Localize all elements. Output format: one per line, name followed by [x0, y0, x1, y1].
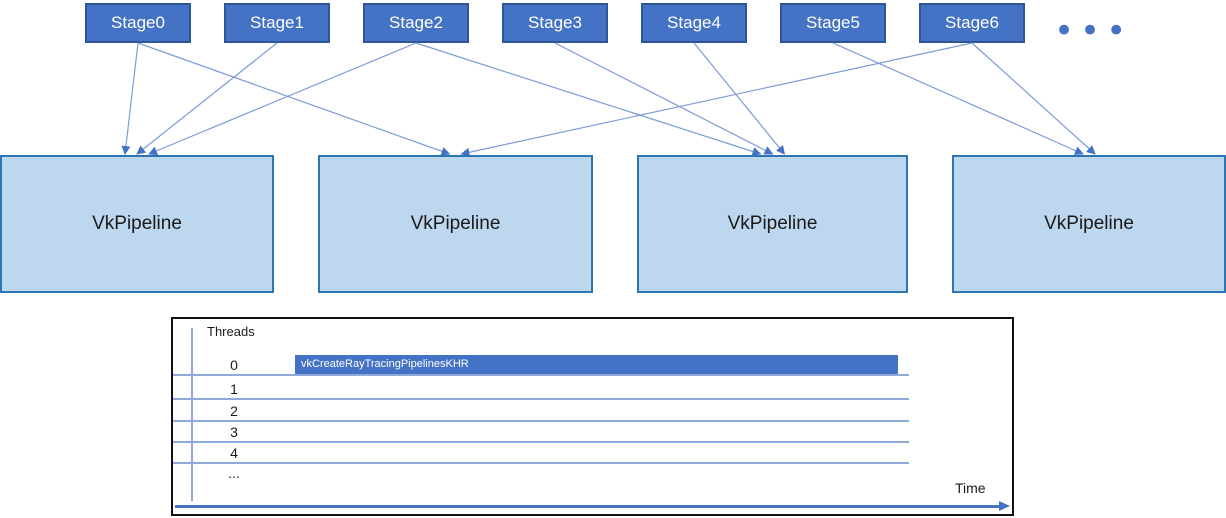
thread-timeline-panel: Threads 0 1 2 3 4... vkCreateRayTracingPipel…: [171, 317, 1014, 516]
connector-stage4-pipeline2: [693, 42, 786, 155]
stage-box-0: Stage0: [85, 3, 191, 43]
connector-stage6-pipeline1: [460, 42, 973, 157]
time-axis-arrowhead-icon: [999, 501, 1010, 511]
thread-row-separator: [173, 398, 909, 400]
timeline-bar-label: vkCreateRayTracingPipelinesKHR: [301, 358, 469, 370]
thread-row-separator: [173, 462, 909, 464]
time-axis-line: [175, 505, 999, 508]
connector-stage2-pipeline2: [415, 42, 762, 156]
thread-row-label-2: 2: [230, 403, 238, 419]
thread-row-separator: [173, 441, 909, 443]
thread-row-label-0: 0: [230, 357, 238, 373]
thread-row-label-3: 3: [230, 424, 238, 440]
connector-stage0-pipeline0: [121, 42, 139, 155]
connector-stage5-pipeline3: [832, 42, 1084, 155]
pipeline-box-3: VkPipeline: [952, 155, 1226, 293]
stage-box-2: Stage2: [363, 3, 469, 43]
connector-stage1-pipeline0: [136, 42, 278, 155]
pipeline-box-0: VkPipeline: [0, 155, 274, 293]
stage-box-5: Stage5: [780, 3, 886, 43]
connector-stage3-pipeline2: [554, 42, 774, 155]
thread-row-label-1: 1: [230, 381, 238, 397]
timeline-bar: vkCreateRayTracingPipelinesKHR: [295, 355, 898, 374]
pipeline-box-1: VkPipeline: [318, 155, 593, 293]
stage-box-6: Stage6: [919, 3, 1025, 43]
more-stages-ellipsis-icon: •••: [1054, 11, 1133, 51]
thread-row-separator: [173, 420, 909, 422]
pipeline-box-2: VkPipeline: [637, 155, 908, 293]
connector-stage2-pipeline0: [148, 42, 417, 156]
threads-axis-line: [191, 328, 193, 501]
thread-row-label-...: ...: [228, 465, 240, 481]
time-axis-title: Time: [955, 480, 986, 496]
connector-stage0-pipeline1: [137, 42, 451, 156]
stage-box-3: Stage3: [502, 3, 608, 43]
threads-axis-title: Threads: [207, 324, 255, 339]
stage-box-1: Stage1: [224, 3, 330, 43]
connector-stage6-pipeline3: [971, 42, 1096, 155]
thread-row-separator: [173, 374, 909, 376]
stage-box-4: Stage4: [641, 3, 747, 43]
thread-row-label-4: 4: [230, 445, 238, 461]
